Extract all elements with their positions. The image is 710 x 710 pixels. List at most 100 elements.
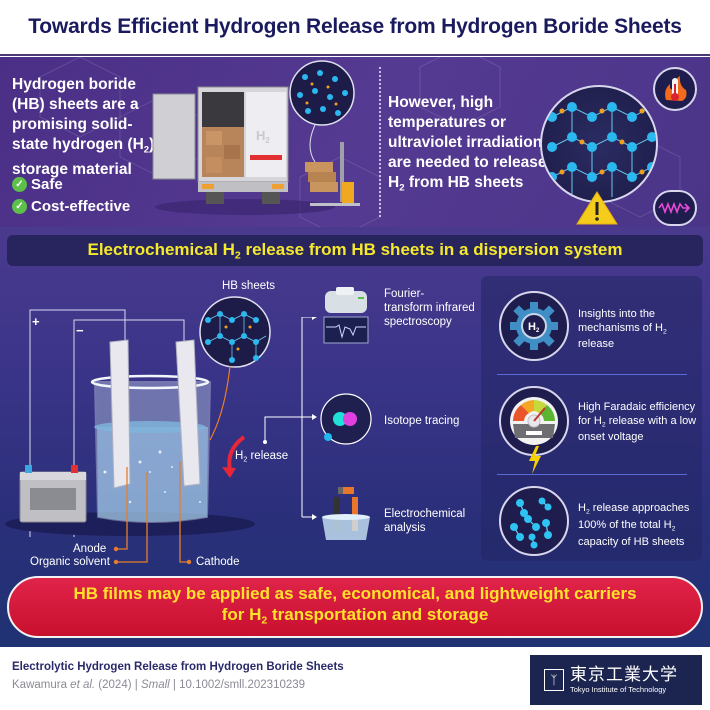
text-part: release approaches — [589, 502, 690, 514]
subscript: 2 — [399, 182, 405, 194]
text-part: for H — [221, 604, 262, 624]
subscript: 2 — [243, 455, 248, 464]
journal: Small — [140, 679, 170, 691]
logo-japanese: 東京工業大学 — [570, 664, 678, 685]
minus-sign: − — [76, 323, 84, 338]
text-line: High Faradaic efficiency — [578, 401, 696, 413]
text-line: spectroscopy — [384, 316, 452, 328]
text-part: state hydrogen (H — [12, 136, 144, 153]
thermometer-icon — [665, 76, 687, 101]
text-part: 100% of the total H — [578, 518, 672, 531]
swallow-emblem-icon: ᛉ — [544, 669, 564, 691]
challenge-line: temperatures or — [388, 114, 507, 131]
divider — [379, 67, 381, 217]
check-circle-icon: ✓ — [12, 198, 27, 214]
lightning-icon — [529, 446, 541, 474]
benefit-safe: ✓ Safe — [12, 173, 130, 195]
electrochemical-cell-icon — [322, 487, 370, 540]
finding-capacity: H2 release approaches 100% of the total … — [578, 502, 700, 549]
text-part: ) — [149, 136, 155, 153]
molecules-icon — [510, 497, 552, 549]
organic-solvent-label: Organic solvent — [30, 556, 110, 568]
intro-line: storage material — [12, 161, 132, 179]
benefit-cost-effective: ✓ Cost-effective — [12, 195, 130, 217]
text-part: for H — [578, 414, 602, 427]
text-line: Electrochemical — [384, 508, 466, 520]
text-line: onset voltage — [578, 431, 644, 444]
text-line: for H2 release with a low — [578, 415, 700, 432]
logo-english: Tokyo Institute of Technology — [570, 684, 667, 694]
check-circle-icon: ✓ — [12, 176, 27, 192]
et-al: et al. — [70, 679, 96, 691]
method-ftir-label: Fourier- transform infrared spectroscopy — [384, 287, 475, 329]
intro-statement: Hydrogen boride (HB) sheets are a promis… — [12, 75, 157, 180]
uv-wave-icon — [653, 190, 697, 226]
challenge-line: H2 from HB sheets — [388, 173, 553, 198]
institution-logo: ᛉ 東京工業大学 Tokyo Institute of Technology — [530, 655, 702, 705]
gear-icon: H2 — [510, 302, 558, 350]
subscript: 2 — [601, 420, 606, 428]
text-line: Fourier- — [384, 288, 425, 300]
doi-link: | 10.1002/smll.202310239 — [169, 679, 306, 691]
section-title: Electrochemical H2 release from HB sheet… — [88, 240, 623, 262]
intro-line: Hydrogen boride — [12, 76, 137, 93]
hb-sheet-lattice-circle — [540, 85, 658, 203]
intro-line: state hydrogen (H2) — [12, 135, 157, 160]
footer: Electrolytic Hydrogen Release from Hydro… — [0, 647, 710, 710]
paper-title: Electrolytic Hydrogen Release from Hydro… — [12, 661, 344, 673]
hb-sheets-label: HB sheets — [222, 280, 276, 292]
intro-line: (HB) sheets are a — [12, 96, 139, 113]
conclusion-line: HB films may be applied as safe, economi… — [73, 583, 637, 603]
cathode-label: Cathode — [196, 556, 240, 568]
h2-gear-icon: H2 — [499, 291, 569, 361]
text-part: transportation and storage — [267, 604, 489, 624]
subscript: 2 — [143, 144, 150, 156]
challenge-line: are needed to release — [388, 154, 547, 171]
header: Towards Efficient Hydrogen Release from … — [0, 0, 710, 56]
text-part: mechanisms of H — [578, 321, 663, 334]
page-title: Towards Efficient Hydrogen Release from … — [28, 15, 682, 38]
finding-faradaic: High Faradaic efficiency for H2 release … — [578, 401, 700, 445]
text-part: H — [578, 502, 586, 514]
isotope-atom-icon — [320, 393, 372, 445]
intro-line: promising solid- — [12, 116, 133, 133]
challenge-line: However, high — [388, 94, 494, 111]
text-line: release — [578, 338, 615, 351]
text-part: release from HB sheets in a dispersion s… — [240, 239, 623, 259]
text-part: Electrochemical H — [87, 239, 235, 259]
separator — [497, 474, 687, 475]
citation: Kawamura et al. (2024) | Small | 10.1002… — [12, 679, 305, 691]
intro-panel: Hydrogen boride (HB) sheets are a promis… — [0, 57, 710, 227]
subscript: 2 — [234, 249, 241, 262]
challenge-line: ultraviolet irradiation — [388, 134, 543, 151]
logo-text: 東京工業大学 Tokyo Institute of Technology — [570, 664, 678, 695]
gauge-icon — [510, 397, 558, 445]
h2-molecules-icon — [499, 486, 569, 556]
section-banner: Electrochemical H2 release from HB sheet… — [7, 235, 703, 266]
subscript: 2 — [671, 525, 676, 533]
experiment-panel: Electrochemical H2 release from HB sheet… — [0, 227, 710, 647]
text-line: mechanisms of H2 — [578, 322, 703, 339]
conclusion-line: for H2 transportation and storage — [222, 604, 489, 632]
subscript: 2 — [662, 327, 667, 335]
text-part: H — [235, 450, 244, 462]
text-line: 100% of the total H2 — [578, 519, 700, 536]
text-part: release — [247, 450, 289, 462]
anode-label: Anode — [73, 543, 107, 555]
subscript: 2 — [585, 508, 590, 516]
methods-connector — [301, 317, 317, 520]
ftir-spectrometer-icon — [323, 287, 369, 344]
text-line: transform infrared — [384, 302, 475, 314]
hb-lattice-icon — [547, 102, 656, 197]
text-part: from HB sheets — [404, 174, 524, 191]
conclusion-banner: HB films may be applied as safe, economi… — [7, 576, 703, 638]
benefit-label: Safe — [31, 175, 63, 193]
text-line: analysis — [384, 522, 426, 534]
findings-card: H2 Insights into the mechanisms of H2 re… — [481, 276, 702, 561]
thermometer-fire-icon — [653, 67, 697, 111]
finding-mechanism: Insights into the mechanisms of H2 relea… — [578, 308, 703, 352]
benefit-label: Cost-effective — [31, 197, 131, 215]
gauge-lightning-icon — [499, 386, 569, 456]
text-line: H2 release approaches — [578, 502, 700, 519]
h2-release-label: H2 release — [235, 449, 288, 466]
